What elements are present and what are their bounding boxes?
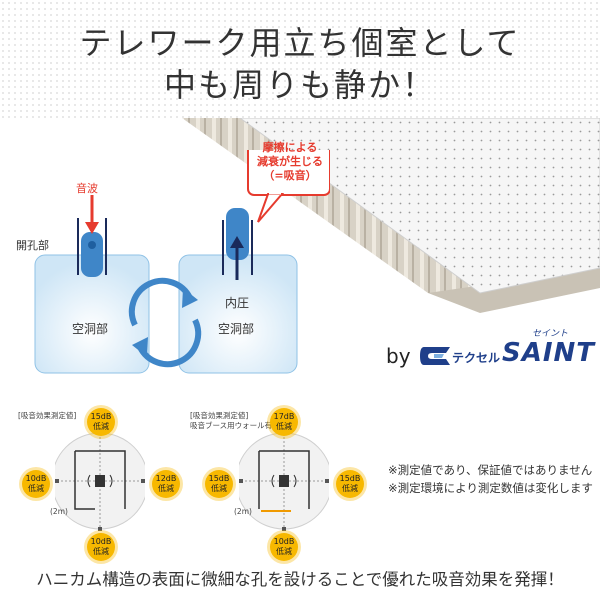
callout-line2: 減衰が生じる [257,155,323,168]
measure-right-diagram [239,425,329,537]
badge-value: 15dB [208,474,230,483]
measure-left-top-badge: 15dB 低減 [87,408,115,436]
badge-label: 低減 [93,422,109,431]
badge-value: 15dB [90,412,112,421]
badge-value: 12dB [155,474,177,483]
measure-right-left-badge: 15dB 低減 [205,470,233,498]
callout-line1: 摩擦による [262,141,318,154]
headline-line1: テレワーク用立ち個室として [79,24,521,62]
badge-value: 10dB [90,537,112,546]
techsel-logo-icon [420,347,450,365]
badge-label: 低減 [28,484,44,493]
measure-left-diagram [55,425,145,537]
measure-right-title: [吸音効果測定値] [190,411,249,420]
inner-pressure-label: 内圧 [225,296,250,310]
brand-techsel: テクセル [452,351,501,365]
badge-value: 10dB [25,474,47,483]
sound-wave-label: 音波 [76,182,98,195]
badge-value: 17dB [273,412,295,421]
badge-value: 15dB [339,474,361,483]
measure-left-bottom-badge: 10dB 低減 [87,533,115,561]
badge-label: 低減 [276,547,292,556]
bottom-caption: ハニカム構造の表面に微細な孔を設けることで優れた吸音効果を発揮！ [36,570,564,589]
brand-by: by [386,344,411,368]
friction-callout: 摩擦による 減衰が生じる （=吸音） [250,141,330,183]
note-environment: ※測定環境により測定数値は変化します [388,481,593,495]
badge-value: 10dB [273,537,295,546]
measure-left-title: [吸音効果測定値] [18,411,77,420]
measure-right-subtitle: 吸音ブース用ウォール有り [190,421,280,430]
measure-left-distance: (2m) [50,507,68,516]
cavity-diagram [34,150,330,374]
badge-label: 低減 [93,547,109,556]
measure-right-bottom-badge: 10dB 低減 [270,533,298,561]
measure-left-right-badge: 12dB 低減 [152,470,180,498]
measure-left-left-badge: 10dB 低減 [22,470,50,498]
badge-label: 低減 [342,484,358,493]
cavity-left-label: 空洞部 [72,322,109,336]
cavity-right-label: 空洞部 [218,322,255,336]
measure-right-top-badge: 17dB 低減 [270,408,298,436]
header-dot-pattern [0,0,600,118]
note-not-guaranteed: ※測定値であり、保証値ではありません [388,463,593,477]
measure-right-right-badge: 15dB 低減 [336,470,364,498]
opening-label: 開孔部 [16,239,49,252]
badge-label: 低減 [276,422,292,431]
measure-right-distance: (2m) [234,507,252,516]
callout-line3: （=吸音） [263,169,317,182]
brand-saint-kana: セイント [532,329,569,339]
badge-label: 低減 [211,484,227,493]
headline-line2: 中も周りも静か！ [163,66,436,104]
badge-label: 低減 [158,484,174,493]
brand-saint: SAINT [502,338,596,368]
